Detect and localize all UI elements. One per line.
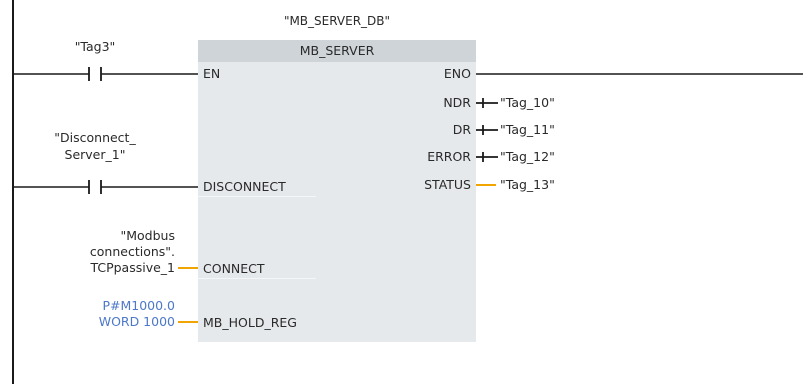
pin-error: ERROR bbox=[427, 149, 471, 164]
pin-status: STATUS bbox=[424, 177, 471, 192]
connect-operand-line2[interactable]: connections". bbox=[89, 244, 175, 259]
error-operand[interactable]: "Tag_12" bbox=[500, 149, 555, 164]
error-assignment bbox=[476, 152, 498, 162]
pin-disconnect: DISCONNECT bbox=[203, 179, 286, 194]
pin-ndr: NDR bbox=[443, 95, 471, 110]
block-title: MB_SERVER bbox=[299, 43, 375, 58]
pin-separator bbox=[198, 278, 316, 279]
instance-db-name[interactable]: "MB_SERVER_DB" bbox=[283, 14, 391, 28]
contact-tag3[interactable] bbox=[88, 67, 102, 81]
status-operand[interactable]: "Tag_13" bbox=[500, 177, 555, 192]
connect-operand-line1[interactable]: "Modbus bbox=[120, 228, 176, 243]
contact-disconnect[interactable] bbox=[88, 180, 102, 194]
pin-dr: DR bbox=[452, 122, 471, 137]
hold-reg-operand-line2[interactable]: WORD 1000 bbox=[98, 314, 175, 329]
block-header[interactable] bbox=[198, 40, 476, 62]
dr-assignment bbox=[476, 125, 498, 135]
contact-tag3-label[interactable]: "Tag3" bbox=[74, 39, 116, 54]
pin-connect: CONNECT bbox=[203, 261, 265, 276]
contact-disconnect-label-line1[interactable]: "Disconnect_ bbox=[54, 130, 136, 145]
pin-separator bbox=[198, 196, 316, 197]
mb-server-block[interactable] bbox=[198, 62, 476, 342]
ndr-assignment bbox=[476, 98, 498, 108]
contact-disconnect-label-line2[interactable]: Server_1" bbox=[64, 147, 126, 162]
dr-operand[interactable]: "Tag_11" bbox=[500, 122, 555, 137]
ndr-operand[interactable]: "Tag_10" bbox=[500, 95, 555, 110]
pin-mb-hold-reg: MB_HOLD_REG bbox=[203, 315, 297, 330]
pin-eno: ENO bbox=[443, 66, 471, 81]
pin-en: EN bbox=[203, 66, 221, 81]
hold-reg-operand-line1[interactable]: P#M1000.0 bbox=[102, 298, 175, 313]
connect-operand-line3[interactable]: TCPpassive_1 bbox=[90, 260, 175, 275]
